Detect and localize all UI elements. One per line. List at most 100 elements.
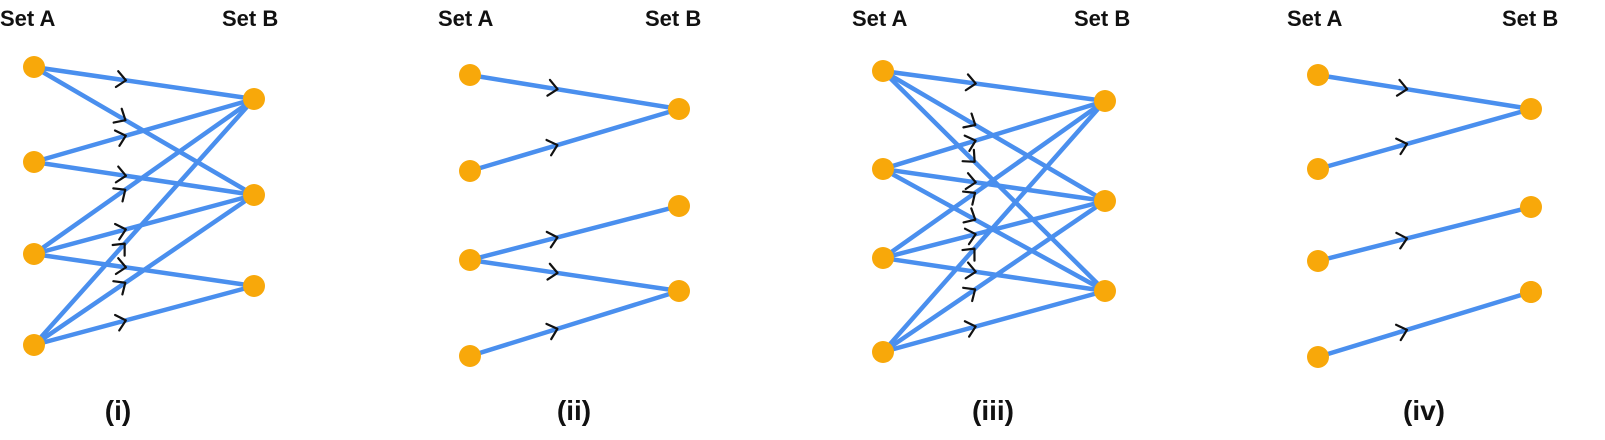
set-b-node-1 bbox=[243, 88, 265, 110]
arrowhead-icon bbox=[1395, 137, 1409, 156]
set-b-node-1 bbox=[668, 98, 690, 120]
arrowhead-icon bbox=[545, 322, 559, 341]
set-b-node-1 bbox=[1094, 90, 1116, 112]
arrowhead-icon bbox=[114, 70, 128, 89]
diagram-ii: Set A Set B (ii) bbox=[438, 6, 701, 426]
arrowhead-icon bbox=[545, 138, 559, 157]
set-a-node-4 bbox=[23, 334, 45, 356]
set-b-node-2 bbox=[243, 184, 265, 206]
arrowhead-icon bbox=[961, 190, 977, 206]
set-b-label: Set B bbox=[1502, 6, 1558, 31]
set-a-node-2 bbox=[1307, 158, 1329, 180]
edge-layer bbox=[1315, 72, 1534, 360]
edge-a2-b1 bbox=[1315, 204, 1534, 264]
set-a-node-4 bbox=[459, 345, 481, 367]
set-b-node-3 bbox=[1094, 280, 1116, 302]
set-a-node-1 bbox=[459, 64, 481, 86]
set-b-node-2 bbox=[668, 195, 690, 217]
arrowhead-icon bbox=[113, 313, 127, 332]
arrowhead-icon bbox=[964, 172, 977, 191]
edge-a3-b0 bbox=[880, 98, 1108, 355]
set-b-node-3 bbox=[243, 275, 265, 297]
diagram-caption: (i) bbox=[105, 395, 131, 426]
arrow-layer bbox=[111, 70, 128, 332]
arrowhead-icon bbox=[112, 107, 127, 124]
arrowhead-icon bbox=[962, 207, 977, 224]
arrowhead-icon bbox=[545, 230, 559, 249]
arrowhead-icon bbox=[1394, 323, 1409, 342]
edge-a0-b0 bbox=[880, 68, 1108, 104]
arrowhead-icon bbox=[113, 222, 127, 241]
node-layer bbox=[872, 60, 1116, 363]
arrowhead-icon bbox=[111, 242, 126, 257]
set-a-node-2 bbox=[459, 160, 481, 182]
diagram-caption: (iv) bbox=[1403, 395, 1445, 426]
edge-a2-b0 bbox=[880, 98, 1108, 261]
edge-a3-b0 bbox=[31, 96, 257, 348]
set-a-node-4 bbox=[1307, 346, 1329, 368]
edge-layer bbox=[880, 68, 1108, 355]
edge-a2-b0 bbox=[31, 96, 257, 257]
arrow-layer bbox=[1394, 78, 1409, 342]
set-a-label: Set A bbox=[438, 6, 494, 31]
arrowhead-icon bbox=[963, 227, 977, 246]
node-layer bbox=[23, 56, 265, 356]
arrowhead-icon bbox=[114, 257, 128, 276]
arrowhead-icon bbox=[962, 286, 977, 303]
set-a-node-3 bbox=[459, 249, 481, 271]
set-a-node-4 bbox=[872, 341, 894, 363]
arrow-layer bbox=[545, 78, 559, 341]
edge-a3-b1 bbox=[31, 192, 257, 348]
edge-a0-b0 bbox=[1315, 72, 1534, 112]
set-a-node-2 bbox=[872, 158, 894, 180]
edge-a1-b1 bbox=[880, 166, 1108, 204]
diagram-caption: (iii) bbox=[972, 395, 1014, 426]
set-a-label: Set A bbox=[852, 6, 908, 31]
set-a-node-3 bbox=[872, 247, 894, 269]
arrowhead-icon bbox=[546, 78, 559, 97]
arrowhead-icon bbox=[112, 187, 127, 203]
edge-a0-b0 bbox=[467, 72, 682, 112]
diagram-iv: Set A Set B (iv) bbox=[1287, 6, 1558, 426]
edge-a3-b2 bbox=[467, 288, 682, 359]
set-b-node-2 bbox=[1520, 196, 1542, 218]
edge-a1-b0 bbox=[467, 106, 682, 174]
edge-a2-b1 bbox=[467, 203, 682, 263]
arrowhead-icon bbox=[112, 280, 127, 296]
arrowhead-icon bbox=[1395, 78, 1409, 97]
set-b-label: Set B bbox=[222, 6, 278, 31]
edge-a1-b0 bbox=[880, 98, 1108, 172]
edge-a3-b2 bbox=[1315, 289, 1534, 360]
set-a-node-2 bbox=[23, 151, 45, 173]
arrowhead-icon bbox=[962, 112, 977, 129]
set-b-node-3 bbox=[668, 280, 690, 302]
arrowhead-icon bbox=[964, 73, 977, 92]
edge-a1-b0 bbox=[31, 96, 257, 165]
set-b-node-4 bbox=[1520, 281, 1542, 303]
edge-a2-b2 bbox=[467, 257, 682, 294]
set-b-label: Set B bbox=[1074, 6, 1130, 31]
diagram-iii: Set A Set B (iii) bbox=[852, 6, 1130, 426]
set-a-node-3 bbox=[23, 243, 45, 265]
node-layer bbox=[459, 64, 690, 367]
arrowhead-icon bbox=[961, 247, 976, 262]
arrowhead-icon bbox=[961, 148, 976, 163]
set-b-label: Set B bbox=[645, 6, 701, 31]
set-a-node-3 bbox=[1307, 250, 1329, 272]
arrowhead-icon bbox=[113, 129, 127, 147]
arrow-layer bbox=[961, 73, 977, 338]
arrowhead-icon bbox=[546, 262, 559, 281]
arrowhead-icon bbox=[1395, 231, 1409, 250]
set-a-label: Set A bbox=[1287, 6, 1343, 31]
arrowhead-icon bbox=[963, 320, 977, 338]
set-a-node-1 bbox=[872, 60, 894, 82]
diagram-caption: (ii) bbox=[557, 395, 591, 426]
edge-a0-b0 bbox=[31, 64, 257, 102]
set-a-node-1 bbox=[1307, 64, 1329, 86]
set-b-node-1 bbox=[1520, 98, 1542, 120]
arrowhead-icon bbox=[963, 134, 977, 153]
edge-layer bbox=[31, 64, 257, 348]
arrowhead-icon bbox=[964, 261, 977, 280]
edge-a1-b0 bbox=[1315, 106, 1534, 172]
